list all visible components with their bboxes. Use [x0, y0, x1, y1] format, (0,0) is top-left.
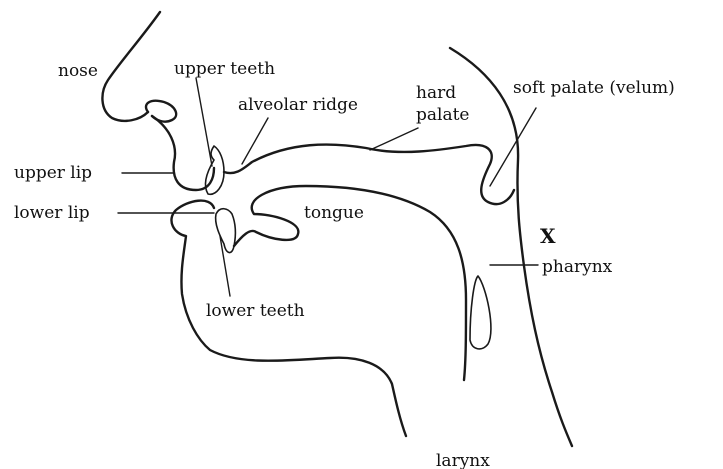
leader-hard-palate: [370, 128, 418, 150]
label-hard-palate-line1: hard: [416, 83, 456, 103]
label-hard-palate-line2: palate: [416, 105, 469, 125]
label-pharynx: pharynx: [542, 257, 613, 277]
label-alveolar-ridge: alveolar ridge: [238, 95, 358, 115]
label-lower-lip: lower lip: [14, 203, 90, 223]
label-upper-teeth: upper teeth: [174, 59, 275, 79]
label-tongue: tongue: [304, 203, 364, 223]
palate-outline: [224, 145, 514, 205]
epiglottis-outline: [470, 276, 491, 349]
label-larynx: larynx: [436, 451, 490, 469]
label-nose: nose: [58, 61, 98, 81]
nose-outline: [102, 12, 160, 121]
label-soft-palate: soft palate (velum): [513, 78, 675, 98]
leader-upper-teeth: [196, 78, 212, 166]
label-upper-lip: upper lip: [14, 163, 92, 183]
lower-teeth-outline: [216, 209, 236, 253]
label-lower-teeth: lower teeth: [206, 301, 305, 321]
nostril-outline: [146, 101, 176, 122]
label-x-marker: X: [540, 224, 556, 248]
